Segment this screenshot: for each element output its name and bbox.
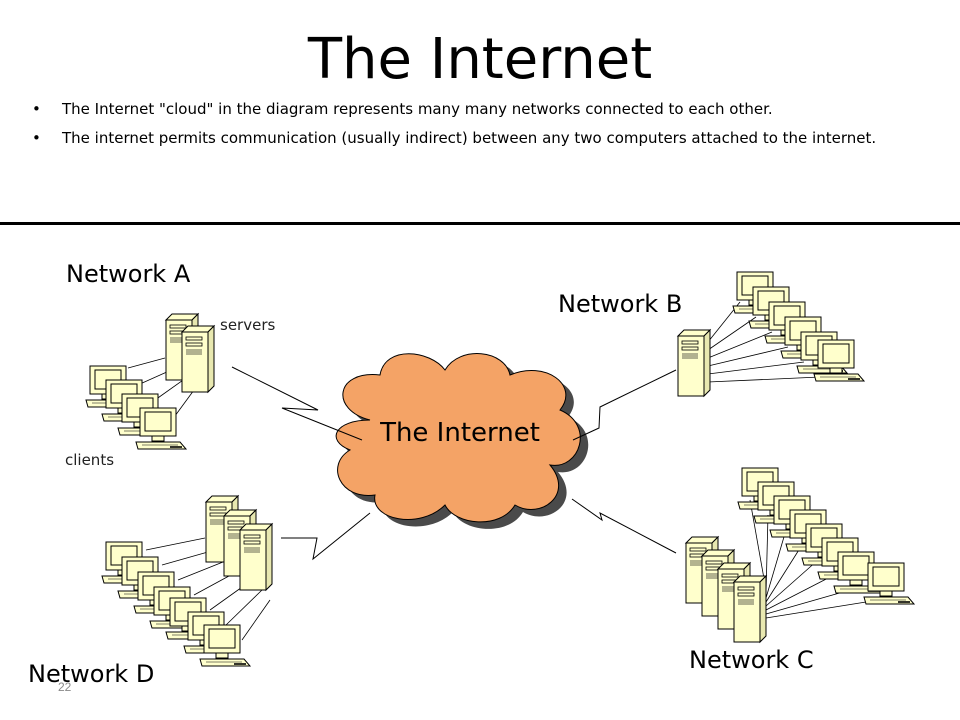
lightning-link-icon: [281, 512, 371, 561]
network-c-label: Network C: [689, 646, 814, 674]
lightning-link-icon: [572, 369, 677, 441]
bullet-list: The Internet "cloud" in the diagram repr…: [32, 99, 932, 157]
divider-line: [0, 222, 960, 225]
server-icon: [733, 575, 767, 643]
bullet-item: The Internet "cloud" in the diagram repr…: [32, 99, 932, 120]
network-b-group: [677, 271, 865, 397]
servers-label: servers: [220, 316, 276, 334]
workstation-icon: [813, 339, 865, 382]
lightning-link-icon: [231, 366, 363, 441]
network-a-group: [85, 313, 215, 450]
network-c-group: [685, 467, 915, 643]
network-b-label: Network B: [558, 290, 683, 318]
workstation-icon: [863, 562, 915, 605]
network-d-label: Network D: [28, 660, 155, 688]
bullet-item: The internet permits communication (usua…: [32, 128, 932, 149]
connection-lines: [749, 499, 867, 619]
network-a-label: Network A: [66, 260, 191, 288]
workstation-icon: [199, 624, 251, 667]
workstation-icon: [135, 407, 187, 450]
cloud-icon: [335, 353, 589, 529]
network-d-group: [101, 495, 273, 667]
cloud-label: The Internet: [380, 418, 540, 448]
clients-label: clients: [65, 451, 115, 469]
lightning-link-icon: [571, 498, 677, 554]
page-number: 22: [58, 680, 72, 694]
server-icon: [239, 523, 273, 591]
slide-title: The Internet: [307, 27, 653, 92]
server-icon: [677, 329, 711, 397]
server-icon: [181, 325, 215, 393]
